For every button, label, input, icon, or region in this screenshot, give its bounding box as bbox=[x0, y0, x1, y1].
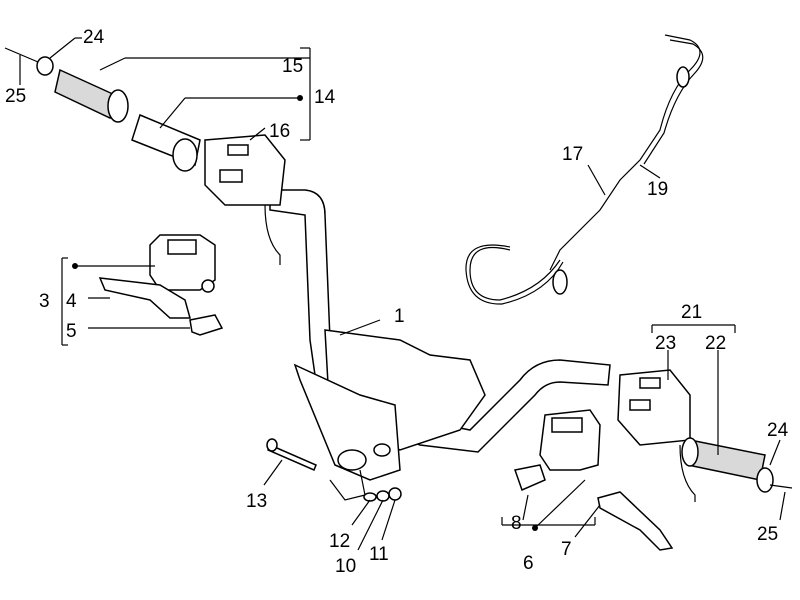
bolt-and-washers bbox=[266, 438, 402, 502]
throttle-cables bbox=[465, 34, 704, 305]
label-12: 12 bbox=[329, 531, 350, 552]
left-grip bbox=[4, 47, 201, 172]
label-4: 4 bbox=[66, 291, 77, 312]
label-5: 5 bbox=[66, 321, 77, 342]
label-8: 8 bbox=[511, 513, 522, 534]
label-24-left: 24 bbox=[83, 27, 105, 48]
label-16: 16 bbox=[269, 121, 290, 142]
label-19: 19 bbox=[647, 179, 668, 200]
label-10: 10 bbox=[335, 556, 356, 577]
leader-lines bbox=[19, 37, 786, 551]
label-21: 21 bbox=[681, 302, 702, 323]
right-master-cylinder bbox=[514, 409, 674, 551]
label-6: 6 bbox=[523, 553, 534, 574]
label-23: 23 bbox=[655, 333, 676, 354]
label-17: 17 bbox=[562, 144, 583, 165]
label-13: 13 bbox=[246, 491, 267, 512]
label-7: 7 bbox=[561, 539, 572, 560]
label-24-right: 24 bbox=[767, 420, 789, 441]
label-11: 11 bbox=[369, 544, 389, 565]
label-22: 22 bbox=[705, 333, 726, 354]
label-15: 15 bbox=[282, 56, 303, 77]
label-3: 3 bbox=[39, 291, 50, 312]
right-grip-assembly bbox=[617, 369, 793, 502]
label-25-left: 25 bbox=[5, 86, 26, 107]
label-14: 14 bbox=[314, 87, 336, 108]
left-switch-housing bbox=[204, 134, 286, 265]
handlebar-tube bbox=[269, 189, 611, 501]
label-25-right: 25 bbox=[757, 524, 778, 545]
label-1: 1 bbox=[394, 306, 405, 327]
left-master-cylinder bbox=[98, 234, 224, 336]
